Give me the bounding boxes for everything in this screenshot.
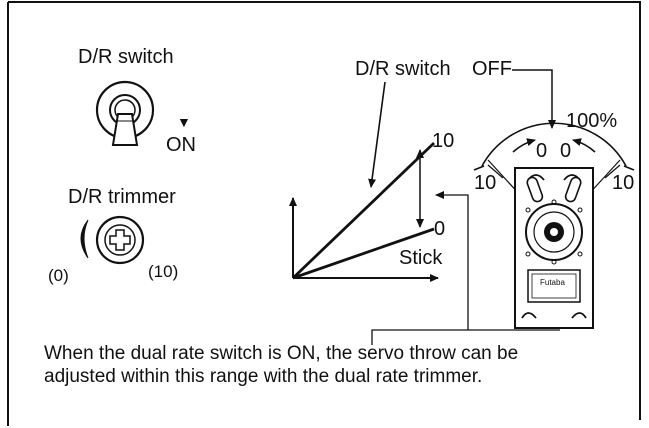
caption-line-1: When the dual rate switch is ON, the ser… xyxy=(44,343,519,364)
servo-brand-label: Futaba xyxy=(540,278,565,287)
switch-pointer-arrow xyxy=(368,81,386,188)
servo-icon xyxy=(473,122,635,329)
trimmer-min-label: (0) xyxy=(48,266,69,285)
frame xyxy=(7,1,641,426)
high-rate-line xyxy=(292,141,435,280)
switch-title: D/R switch xyxy=(78,46,174,68)
on-marker: ▼ xyxy=(177,114,191,130)
caption-line-2: adjusted within this range with the dual… xyxy=(44,366,483,387)
caption-bracket xyxy=(371,329,560,345)
value-low-label: 0 xyxy=(434,218,446,240)
caption: When the dual rate switch is ON, the ser… xyxy=(44,342,518,388)
graph-switch-label: D/R switch xyxy=(355,58,451,80)
value-high-label: 10 xyxy=(432,130,455,152)
trimmer-knob-icon xyxy=(80,215,145,265)
inner-right-label: 0 xyxy=(560,140,572,162)
trimmer-title: D/R trimmer xyxy=(68,186,176,208)
inner-left-label: 0 xyxy=(536,140,548,162)
trimmer-max-label: (10) xyxy=(148,262,179,281)
toggle-switch-icon xyxy=(95,80,155,146)
outer-left-label: 10 xyxy=(474,172,497,194)
servo-connector-arrow xyxy=(435,191,469,330)
x-axis-label: Stick xyxy=(399,247,443,269)
off-label: OFF xyxy=(472,58,512,80)
outer-right-label: 10 xyxy=(612,172,635,194)
off-leader xyxy=(512,69,556,129)
low-rate-line xyxy=(292,227,435,280)
on-label: ON xyxy=(166,134,196,156)
percent-label: 100% xyxy=(566,110,618,132)
throw-graph xyxy=(289,69,560,345)
